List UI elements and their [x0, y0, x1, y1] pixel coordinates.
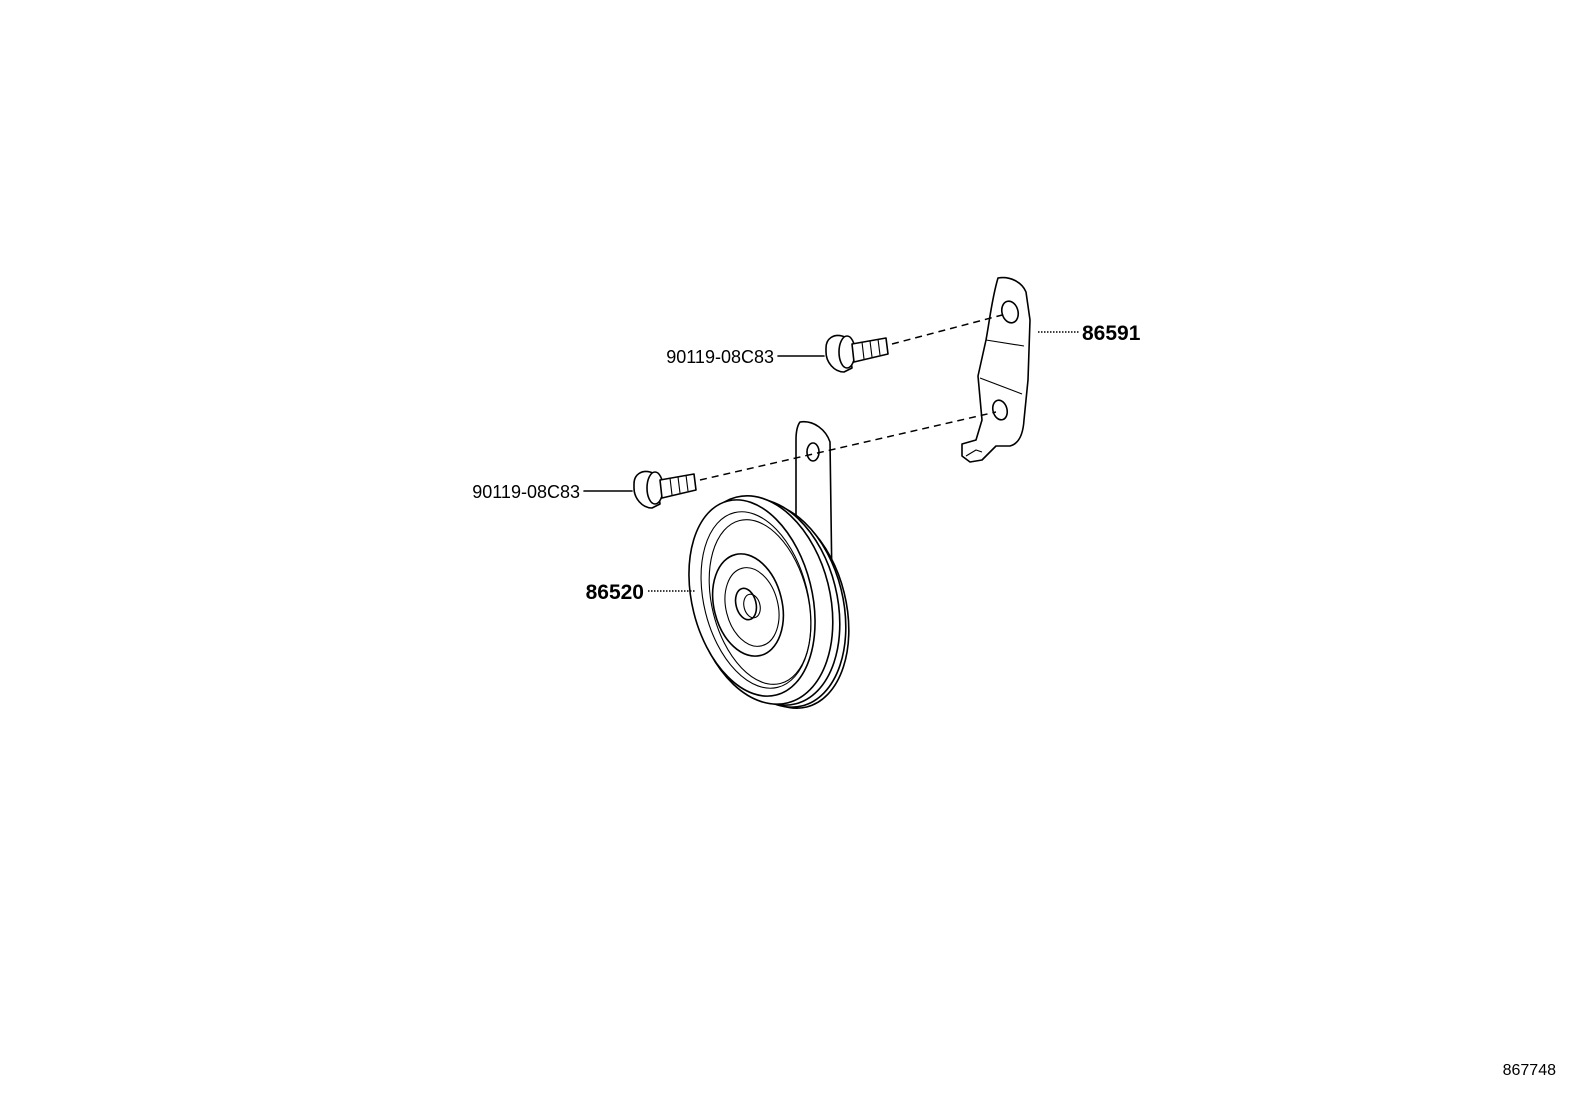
horn-86520[interactable]	[670, 420, 869, 723]
bolt-lower[interactable]	[633, 470, 697, 509]
callout-bracket: 86591	[1082, 322, 1141, 345]
assembly-lines	[699, 313, 1007, 481]
callout-bolt-upper: 90119-08C83	[666, 347, 774, 367]
diagram-id: 867748	[1503, 1062, 1556, 1079]
dashed-line-lower	[699, 411, 997, 481]
leader-lines	[583, 331, 1080, 592]
callout-horn: 86520	[586, 581, 644, 604]
bolt-upper[interactable]	[825, 334, 889, 373]
callout-bolt-lower: 90119-08C83	[472, 482, 580, 502]
bracket-86591[interactable]	[961, 276, 1031, 463]
dashed-line-upper	[891, 313, 1007, 345]
